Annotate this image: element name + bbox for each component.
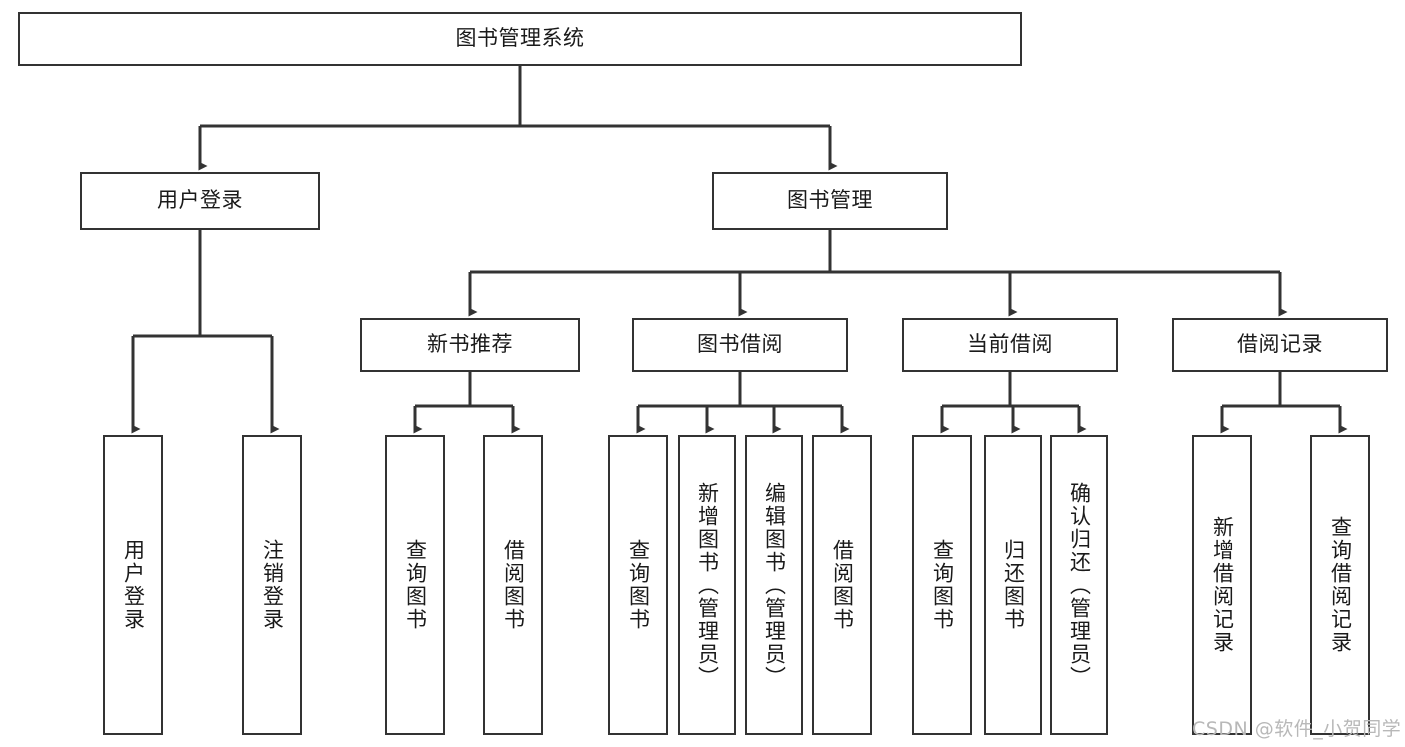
node-leaf-query-book-1[interactable]: 查询图书 <box>385 435 445 735</box>
node-new-book-rec[interactable]: 新书推荐 <box>360 318 580 372</box>
connector-group-current-borrow <box>940 372 1087 434</box>
connector-group-book-borrow <box>636 372 850 434</box>
node-leaf-borrow-book-2-label: 借阅图书 <box>830 539 855 631</box>
node-leaf-return-book[interactable]: 归还图书 <box>984 435 1042 735</box>
node-current-borrow[interactable]: 当前借阅 <box>902 318 1118 372</box>
node-leaf-query-record-label: 查询借阅记录 <box>1328 516 1353 654</box>
connector-group-root <box>198 66 838 171</box>
node-root[interactable]: 图书管理系统 <box>18 12 1022 66</box>
node-leaf-edit-book-label: 编辑图书（管理员） <box>762 481 787 689</box>
node-leaf-add-record[interactable]: 新增借阅记录 <box>1192 435 1252 735</box>
node-leaf-borrow-book-1-label: 借阅图书 <box>501 539 526 631</box>
node-leaf-return-book-label: 归还图书 <box>1001 539 1026 631</box>
node-book-borrow[interactable]: 图书借阅 <box>632 318 848 372</box>
node-leaf-logout-label: 注销登录 <box>260 539 285 631</box>
node-leaf-user-login[interactable]: 用户登录 <box>103 435 163 735</box>
node-book-manage-label: 图书管理 <box>787 188 873 213</box>
node-leaf-query-book-2-label: 查询图书 <box>626 539 651 631</box>
node-leaf-query-book-3-label: 查询图书 <box>930 539 955 631</box>
node-book-borrow-label: 图书借阅 <box>697 332 783 357</box>
node-user-login-label: 用户登录 <box>157 188 243 213</box>
connector-group-borrow-record <box>1220 372 1348 434</box>
node-root-label: 图书管理系统 <box>455 26 585 51</box>
connector-group-user-login <box>131 230 280 434</box>
node-leaf-query-record[interactable]: 查询借阅记录 <box>1310 435 1370 735</box>
watermark-text: CSDN @软件_小贺同学 <box>1192 718 1402 740</box>
node-borrow-record-label: 借阅记录 <box>1237 332 1323 357</box>
node-leaf-user-login-label: 用户登录 <box>121 539 146 631</box>
node-leaf-query-book-2[interactable]: 查询图书 <box>608 435 668 735</box>
connector-group-book-manage <box>468 230 1288 317</box>
node-leaf-confirm-return[interactable]: 确认归还（管理员） <box>1050 435 1108 735</box>
node-book-manage[interactable]: 图书管理 <box>712 172 948 230</box>
node-borrow-record[interactable]: 借阅记录 <box>1172 318 1388 372</box>
node-leaf-query-book-3[interactable]: 查询图书 <box>912 435 972 735</box>
node-user-login[interactable]: 用户登录 <box>80 172 320 230</box>
node-leaf-add-book-label: 新增图书（管理员） <box>695 481 720 689</box>
connector-group-new-book-rec <box>413 372 521 434</box>
node-leaf-add-book[interactable]: 新增图书（管理员） <box>678 435 736 735</box>
node-leaf-borrow-book-1[interactable]: 借阅图书 <box>483 435 543 735</box>
node-leaf-edit-book[interactable]: 编辑图书（管理员） <box>745 435 803 735</box>
node-leaf-query-book-1-label: 查询图书 <box>403 539 428 631</box>
node-new-book-rec-label: 新书推荐 <box>427 332 513 357</box>
node-current-borrow-label: 当前借阅 <box>967 332 1053 357</box>
node-leaf-add-record-label: 新增借阅记录 <box>1210 516 1235 654</box>
node-leaf-logout[interactable]: 注销登录 <box>242 435 302 735</box>
node-leaf-confirm-return-label: 确认归还（管理员） <box>1067 481 1092 689</box>
node-leaf-borrow-book-2[interactable]: 借阅图书 <box>812 435 872 735</box>
